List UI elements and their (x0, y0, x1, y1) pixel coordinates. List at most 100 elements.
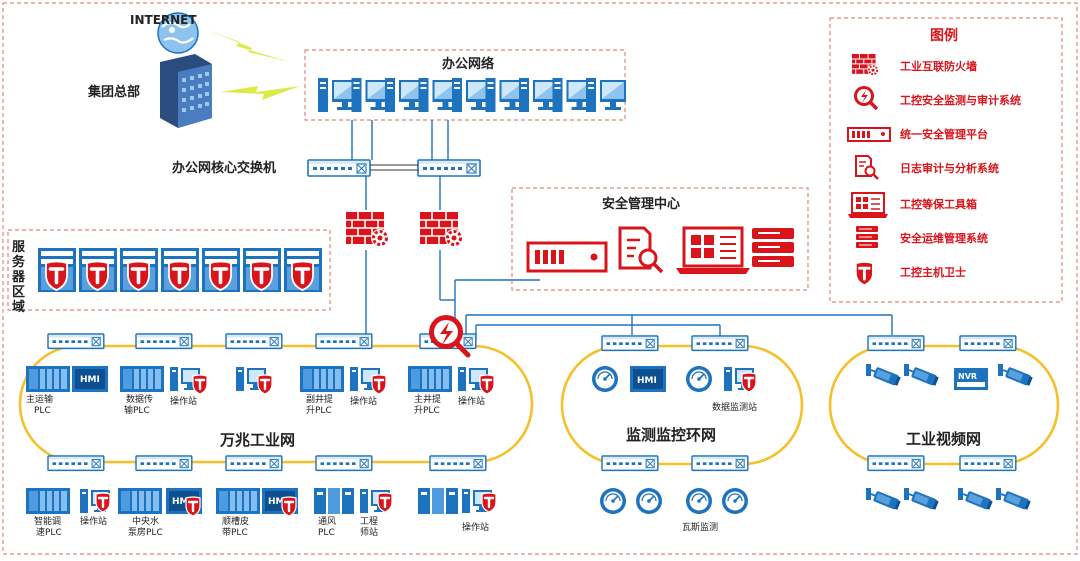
ring-switch (225, 455, 283, 472)
camera-icon (997, 363, 1035, 388)
plc-label: 顺槽皮 (222, 515, 249, 527)
plc-label: 数据传 (126, 393, 153, 405)
plc-label: 智能调 (34, 515, 61, 527)
firewall-icon (851, 53, 880, 77)
host-guard-icon (854, 260, 875, 287)
camera-icon (903, 363, 941, 388)
plc-label: 副井提 (306, 393, 333, 405)
host-guard-icon (290, 259, 315, 292)
hmi-label: HMI (80, 375, 100, 385)
camera-icon (865, 487, 903, 512)
lightning-icon (208, 30, 290, 62)
ops-server-icon (856, 226, 878, 248)
host-guard-icon (191, 373, 209, 396)
legend-label: 统一安全管理平台 (900, 127, 988, 141)
internet-node: INTERNET (130, 12, 199, 54)
hmi-label: HMI (268, 497, 288, 507)
core-switch-left (307, 159, 371, 177)
gauge-icon (685, 487, 713, 515)
legend-label: 工控安全监测与审计系统 (900, 93, 1021, 107)
nvr-device: NVR (954, 368, 988, 390)
hmi-panel: HMI (262, 488, 298, 514)
video-ring (828, 344, 1060, 466)
plc-rack (216, 488, 260, 514)
plc-label: 速PLC (36, 527, 62, 538)
audit-probe-icon (854, 86, 879, 111)
office-network-title: 办公网络 (442, 56, 494, 72)
plc-label: 中央水 (132, 515, 159, 527)
toolbox-laptop-icon (848, 192, 888, 218)
hq-node: 集团总部 (87, 54, 212, 128)
host-guard-icon (370, 373, 388, 396)
ring-switch (691, 455, 749, 472)
hmi-label: HMI (637, 376, 657, 386)
server-zone-label-char: 器 (11, 270, 26, 285)
ring-switch (601, 455, 659, 472)
ring-switch (135, 333, 193, 350)
wan-links (208, 30, 300, 100)
plc-rack (118, 488, 162, 514)
camera-icon (957, 487, 995, 512)
op-station-label: 操作站 (458, 395, 485, 407)
office-links (351, 120, 449, 160)
ring-switch (47, 333, 105, 350)
management-platform-icon (526, 241, 608, 273)
plc-rack (120, 366, 164, 392)
gigabit-bottom-devices: 智能调 速PLC 操作站 HMI 中央水 泵房PLC HMI 顺槽皮 带PLC … (26, 488, 498, 538)
host-guard-icon (376, 491, 394, 514)
internet-label: INTERNET (130, 13, 197, 27)
security-center-zone (511, 187, 809, 291)
core-switch-right (417, 159, 481, 177)
core-switch-label: 办公网核心交换机 (172, 160, 276, 176)
video-devices: NVR (865, 363, 1035, 512)
ring-switch (601, 335, 659, 352)
ring-switch (47, 455, 105, 472)
video-ring-label: 工业视频网 (906, 430, 981, 448)
host-guard-icon (94, 491, 112, 514)
gigabit-ring-label: 万兆工业网 (219, 431, 295, 449)
plc-rack (314, 488, 354, 514)
legend-box (829, 17, 1063, 303)
ring-switch (691, 335, 749, 352)
gas-monitor-label: 瓦斯监测 (682, 521, 718, 533)
plc-rack (418, 488, 458, 514)
camera-icon (865, 363, 903, 388)
ring-switch (867, 335, 925, 352)
plc-label: 输PLC (124, 404, 150, 416)
host-guard-icon (85, 259, 110, 292)
monitor-ring (560, 344, 804, 466)
gauge-icon (635, 487, 663, 515)
firewall-icon (344, 210, 391, 249)
ring-switch (959, 335, 1017, 352)
server-zone-label-char: 务 (12, 254, 26, 270)
server-zone-label-char: 服 (12, 240, 26, 255)
ring-switch (225, 333, 283, 350)
legend-title: 图例 (930, 27, 958, 44)
core-switch-trunk (370, 164, 418, 171)
op-station-label: 操作站 (80, 515, 107, 527)
plc-label: PLC (318, 528, 335, 538)
host-guard-icon (44, 259, 69, 292)
plc-rack (300, 366, 344, 392)
ring-switch (867, 455, 925, 472)
security-center-title: 安全管理中心 (602, 196, 680, 212)
office-pc (586, 78, 626, 112)
host-guard-icon (126, 259, 151, 292)
ops-server-icon (752, 228, 794, 267)
office-pc-row (318, 78, 626, 112)
plc-label: 带PLC (222, 527, 248, 538)
host-guard-icon (184, 495, 202, 518)
plc-rack (408, 366, 452, 392)
legend-label: 安全运维管理系统 (900, 231, 988, 245)
camera-icon (903, 487, 941, 512)
server-zone (7, 229, 331, 311)
ring-switch (959, 455, 1017, 472)
lightning-icon (220, 86, 300, 100)
plc-rack (26, 366, 70, 392)
engineer-station-label: 工程 (360, 516, 378, 527)
plc-label: 升PLC (414, 405, 440, 416)
ring-switch (135, 455, 193, 472)
plc-label: 主井提 (414, 393, 441, 405)
core-downlinks (365, 176, 893, 340)
